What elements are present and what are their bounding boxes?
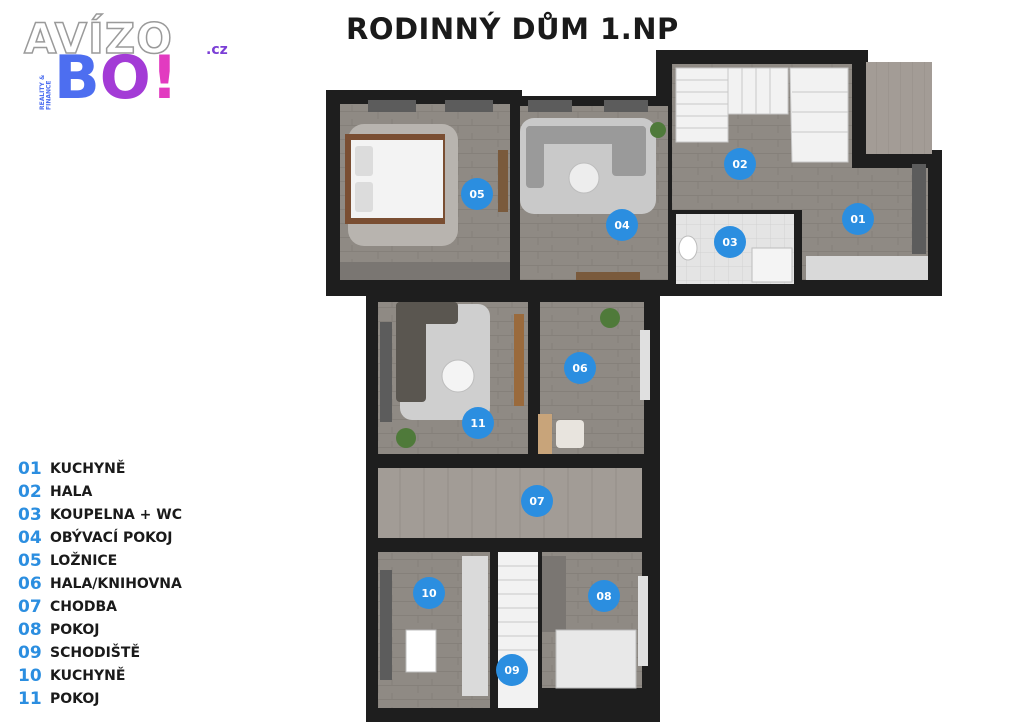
legend-row: 01 KUCHYNĚ — [18, 457, 182, 480]
room-11-plant — [396, 428, 416, 448]
room-badge-01: 01 — [842, 203, 874, 235]
legend-label: HALA/KNIHOVNA — [50, 575, 182, 592]
room-01-counter — [806, 256, 928, 280]
logo-domain: .cz — [206, 42, 228, 58]
room-08-window — [638, 576, 648, 666]
legend-num: 11 — [18, 688, 42, 709]
legend-row: 03 KOUPELNA + WC — [18, 503, 182, 526]
legend-label: KUCHYNĚ — [50, 667, 126, 684]
room-11-window — [380, 322, 392, 422]
legend-num: 01 — [18, 458, 42, 479]
room-10-table — [405, 629, 437, 673]
room-badge-10: 10 — [413, 577, 445, 609]
room-04-sofa-right — [612, 126, 646, 176]
legend-row: 05 LOŽNICE — [18, 549, 182, 572]
brand-logo: AVÍZO .cz REALITY & FINANCE BO! — [20, 13, 240, 110]
room-badge-09: 09 — [496, 654, 528, 686]
room-03-toilet — [678, 235, 698, 261]
room-02-stair-treads — [676, 68, 848, 133]
room-06-plant — [600, 308, 620, 328]
legend-label: LOŽNICE — [50, 552, 118, 569]
legend-row: 02 HALA — [18, 480, 182, 503]
room-01-window — [912, 164, 926, 254]
legend-num: 05 — [18, 550, 42, 571]
room-11-sofa-side — [396, 302, 426, 402]
room-05-pillow-2 — [355, 182, 373, 212]
room-05-pillow-1 — [355, 146, 373, 176]
legend-num: 09 — [18, 642, 42, 663]
room-06-window — [640, 330, 650, 400]
legend-label: HALA — [50, 483, 93, 500]
legend-num: 03 — [18, 504, 42, 525]
legend-label: POKOJ — [50, 690, 100, 707]
room-06-bench — [538, 414, 552, 454]
room-02-stairs-2 — [727, 67, 789, 115]
logo-bo-o: O — [99, 43, 151, 113]
legend-label: KUCHYNĚ — [50, 460, 126, 477]
legend-row: 10 KUCHYNĚ — [18, 664, 182, 687]
room-badge-02: 02 — [724, 148, 756, 180]
room-04-plant — [650, 122, 666, 138]
room-10-window — [380, 570, 392, 680]
room-05-desk — [498, 150, 508, 212]
legend-label: KOUPELNA + WC — [50, 506, 182, 523]
legend-num: 10 — [18, 665, 42, 686]
room-01-floor-2 — [672, 180, 928, 210]
room-05-window-2 — [445, 100, 493, 112]
logo-bo-b: B — [54, 43, 100, 113]
legend-label: OBÝVACÍ POKOJ — [50, 529, 173, 546]
room-badge-04: 04 — [606, 209, 638, 241]
room-09-treads — [498, 565, 538, 651]
legend-num: 04 — [18, 527, 42, 548]
legend-row: 07 CHODBA — [18, 595, 182, 618]
room-badge-07: 07 — [521, 485, 553, 517]
room-badge-11: 11 — [462, 407, 494, 439]
room-05-window-1 — [368, 100, 416, 112]
page-title: RODINNÝ DŮM 1.NP — [346, 12, 679, 46]
legend-label: SCHODIŠTĚ — [50, 644, 141, 661]
room-badge-05: 05 — [461, 178, 493, 210]
room-badge-08: 08 — [588, 580, 620, 612]
room-04-tv-unit — [576, 272, 640, 280]
room-04-table — [568, 162, 600, 194]
room-03-shower — [751, 247, 793, 283]
room-badge-06: 06 — [564, 352, 596, 384]
logo-main-text: AVÍZO — [23, 13, 173, 64]
logo-bo-bang: ! — [150, 43, 179, 113]
room-10-counter — [462, 556, 488, 696]
room-04-window-1 — [528, 100, 572, 112]
legend-num: 06 — [18, 573, 42, 594]
room-02-stairs-1 — [675, 67, 729, 143]
room-04-window-2 — [604, 100, 648, 112]
room-badge-03: 03 — [714, 226, 746, 258]
legend-row: 11 POKOJ — [18, 687, 182, 710]
room-08-closet — [542, 556, 566, 632]
room-11-table — [441, 359, 475, 393]
room-02-stairs-3 — [789, 67, 849, 163]
legend-label: POKOJ — [50, 621, 100, 638]
legend-num: 08 — [18, 619, 42, 640]
legend-num: 02 — [18, 481, 42, 502]
terrace — [866, 62, 932, 154]
room-06-chair — [556, 420, 584, 448]
legend-row: 04 OBÝVACÍ POKOJ — [18, 526, 182, 549]
legend-label: CHODBA — [50, 598, 118, 615]
room-04-sofa-left — [526, 126, 544, 188]
room-08-bed — [555, 629, 637, 689]
legend-row: 06 HALA/KNIHOVNA — [18, 572, 182, 595]
room-07-floor — [378, 468, 642, 538]
legend-num: 07 — [18, 596, 42, 617]
legend-row: 08 POKOJ — [18, 618, 182, 641]
legend-row: 09 SCHODIŠTĚ — [18, 641, 182, 664]
room-05-closet — [340, 262, 510, 280]
room-11-shelf — [514, 314, 524, 406]
logo-bo: BO! — [54, 48, 178, 108]
